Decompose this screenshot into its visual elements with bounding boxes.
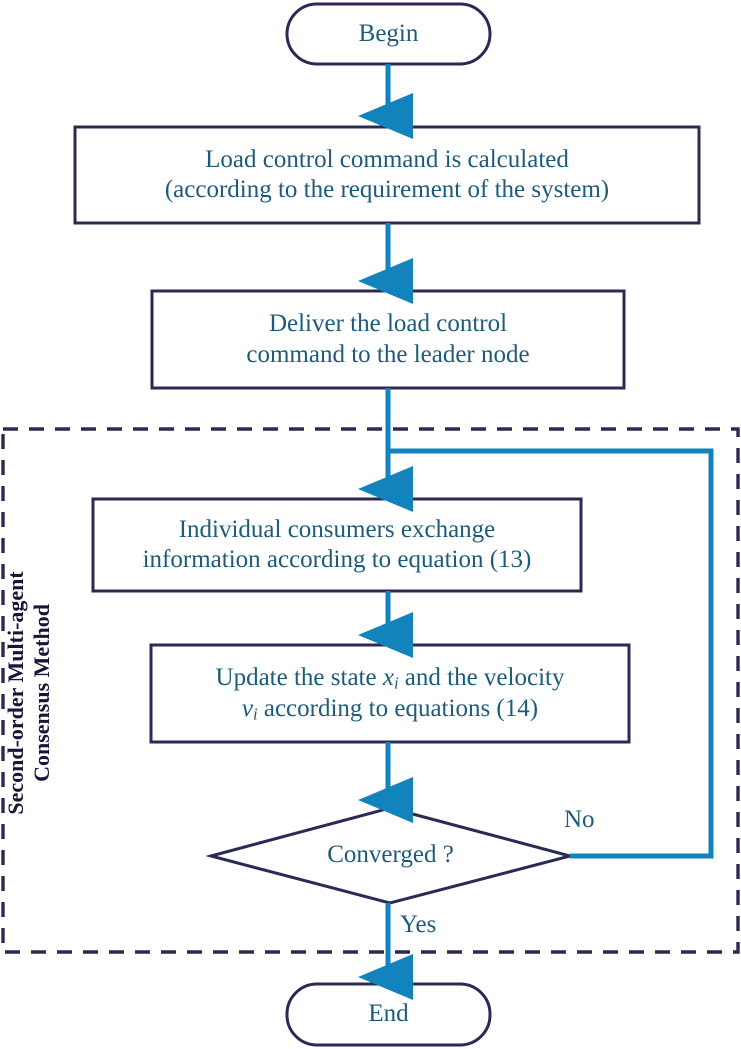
group-label-line-2: Consensus Method	[29, 604, 54, 782]
edge-label-no: No	[564, 806, 595, 833]
node-exchange-shape[interactable]	[91, 497, 583, 593]
node-begin-shape[interactable]	[285, 2, 492, 66]
node-update-shape[interactable]	[149, 643, 631, 744]
node-deliver-shape[interactable]	[150, 289, 626, 390]
node-decision-shape[interactable]	[205, 806, 576, 905]
group-label-line-1: Second-order Multi-agent	[3, 571, 29, 815]
group-container-dashed	[1, 427, 740, 954]
group-label-second-order-consensus: Second-order Multi-agent Consensus Metho…	[3, 458, 55, 928]
edge-label-yes: Yes	[400, 911, 437, 938]
edge-decision-no-feedback	[389, 448, 714, 859]
node-calc-shape[interactable]	[73, 125, 701, 225]
node-end-shape[interactable]	[285, 982, 492, 1047]
